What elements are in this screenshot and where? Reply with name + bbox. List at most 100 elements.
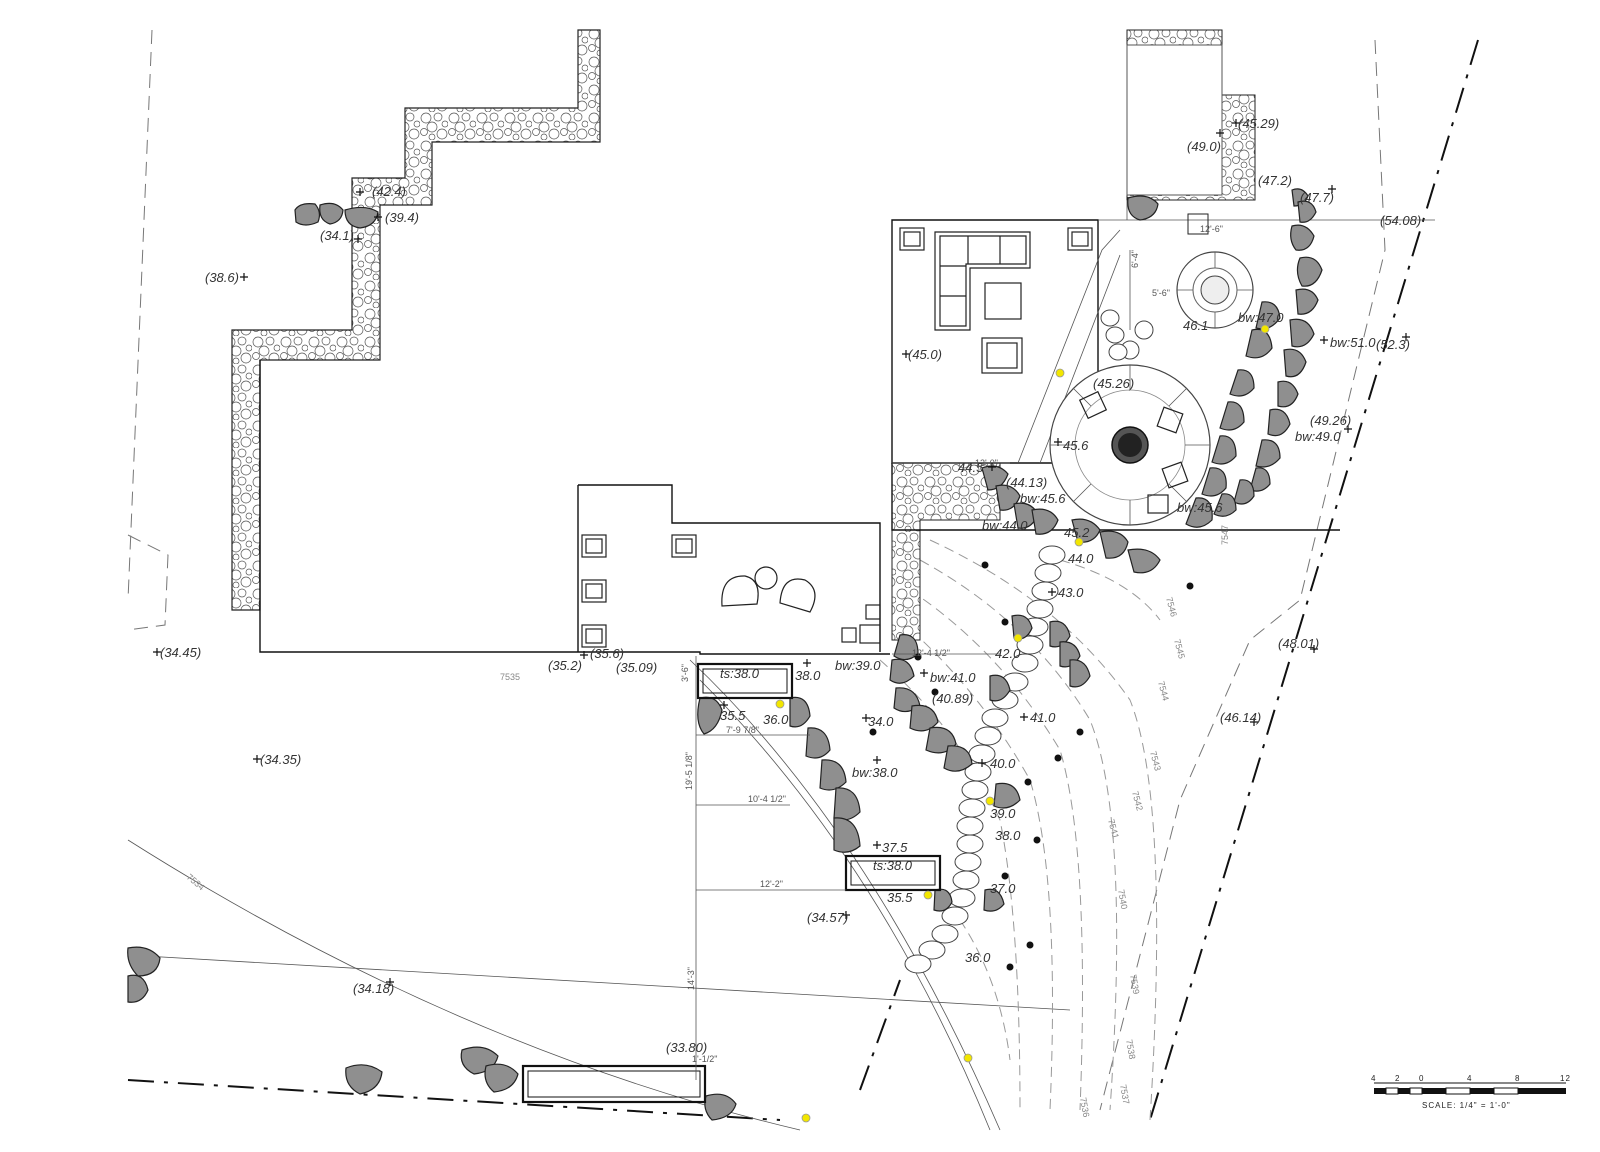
contour-label: 7537 <box>1118 1084 1131 1105</box>
elev-label: (44.13) <box>1006 475 1047 490</box>
elev-label: 37.0 <box>990 881 1016 896</box>
elev-label: (34.57) <box>807 910 848 925</box>
path-light-markers <box>775 324 1270 1123</box>
elev-label: (49.26) <box>1310 413 1351 428</box>
elev-label: 37.5 <box>882 840 908 855</box>
dimension-label: 5'-6" <box>1152 288 1170 298</box>
contour-label: 7546 <box>1164 596 1179 618</box>
elev-label: bw:39.0 <box>835 658 881 673</box>
planters <box>521 213 1209 1104</box>
contour-label: 7535 <box>500 672 520 682</box>
elev-label: 44.5 <box>958 460 984 475</box>
boulders <box>127 188 1323 1121</box>
dimension-labels: 12'-4 1/2" 19'-5 1/8" 10'-4 1/2" 12'-2" … <box>680 224 1223 1064</box>
elev-label: (38.6) <box>205 270 239 285</box>
elev-label: (49.0) <box>1187 139 1221 154</box>
spot-markers <box>153 119 1410 986</box>
dimension-label: 3'-6" <box>680 664 690 682</box>
cobble-strip-patio <box>891 462 1001 641</box>
house-footprint <box>259 200 1435 655</box>
dimension-label: 14'-3" <box>686 967 696 990</box>
elev-label: (46.14) <box>1220 710 1261 725</box>
scale-tick: 2 <box>1395 1074 1400 1083</box>
elev-label: 43.0 <box>1058 585 1084 600</box>
elev-label: ts:38.0 <box>873 858 913 873</box>
elev-label: (35.2) <box>548 658 582 673</box>
dimension-label: 1'-1/2" <box>692 1054 717 1064</box>
scale-tick: 4 <box>1467 1074 1472 1083</box>
contour-label: 7541 <box>1106 818 1121 840</box>
elev-label: 34.0 <box>868 714 894 729</box>
contour-label: 7543 <box>1148 750 1163 772</box>
elev-label: (47.2) <box>1258 173 1292 188</box>
contour-lines <box>879 539 1161 1121</box>
fire-pit-area <box>1049 251 1254 526</box>
dimension-label: 7'-9 7/8" <box>726 725 759 735</box>
stepping-path <box>904 309 1128 974</box>
elev-label: (34.45) <box>160 645 201 660</box>
elev-label: 36.0 <box>763 712 789 727</box>
elev-label: (35.09) <box>616 660 657 675</box>
elev-label: (35.6) <box>590 646 624 661</box>
elev-label: (42.4) <box>372 184 406 199</box>
contour-label: 7536 <box>1078 1097 1091 1118</box>
cobble-border-left <box>231 29 601 611</box>
dimension-label: 12'-6" <box>1200 224 1223 234</box>
contour-label: 7540 <box>1116 889 1129 910</box>
elev-label: (47.7) <box>1300 190 1334 205</box>
elev-label: bw:41.0 <box>930 670 976 685</box>
elev-label: bw:51.0 <box>1330 335 1376 350</box>
elev-label: bw:45.6 <box>1020 491 1066 506</box>
dimension-label: 12'-2" <box>760 879 783 889</box>
elev-label: 38.0 <box>795 668 821 683</box>
elev-label: ts:38.0 <box>720 666 760 681</box>
elev-label: (45.29) <box>1238 116 1279 131</box>
elev-label: 35.5 <box>887 890 913 905</box>
cobble-strip-top <box>1126 29 1256 201</box>
scale-tick: 0 <box>1419 1074 1424 1083</box>
contour-label: 7538 <box>1124 1039 1137 1060</box>
elev-label: (54.08) <box>1380 213 1421 228</box>
contour-label: 7542 <box>1130 790 1145 812</box>
elev-label: 42.0 <box>995 646 1021 661</box>
elev-label: bw:45.6 <box>1177 500 1223 515</box>
elev-label: bw:38.0 <box>852 765 898 780</box>
dimension-label: 6'-4" <box>1130 250 1140 268</box>
lower-patio-furniture <box>581 534 881 648</box>
dimension-label: 12'-0" <box>975 458 998 468</box>
elev-label: bw:49.0 <box>1295 429 1341 444</box>
contour-label: 7547 <box>1220 525 1230 545</box>
property-lines <box>127 29 1479 1131</box>
contour-labels: 7535 7534 7546 7545 7544 7543 7542 7541 … <box>185 525 1230 1118</box>
elev-label: 35.5 <box>720 708 746 723</box>
contour-label: 7544 <box>1156 680 1171 702</box>
elev-label: 44.0 <box>1068 551 1094 566</box>
scale-tick: 8 <box>1515 1074 1520 1083</box>
elev-label: (45.0) <box>908 347 942 362</box>
elev-label: (39.4) <box>385 210 419 225</box>
elev-label: (40.89) <box>932 691 973 706</box>
elev-label: (48.01) <box>1278 636 1319 651</box>
dimension-label: 19'-5 1/8" <box>684 752 694 790</box>
dimension-label: 12'-4 1/2" <box>912 648 950 658</box>
dimension-label: 10'-4 1/2" <box>748 794 786 804</box>
contour-label: 7534 <box>185 872 207 893</box>
elev-label: 39.0 <box>990 806 1016 821</box>
elev-label: (45.26) <box>1093 376 1134 391</box>
elev-label: 45.6 <box>1063 438 1089 453</box>
elev-label: 41.0 <box>1030 710 1056 725</box>
dimension-lines <box>695 250 1131 1080</box>
elev-label: 36.0 <box>965 950 991 965</box>
elev-label: (34.18) <box>353 981 394 996</box>
elev-label: 46.1 <box>1183 318 1208 333</box>
scale-tick: 4 <box>1371 1074 1376 1083</box>
elev-label: 45.2 <box>1064 525 1090 540</box>
elev-label: (34.35) <box>260 752 301 767</box>
elevation-labels: (42.4) (39.4) (34.1) (38.6) (34.45) (35.… <box>160 116 1421 1055</box>
elev-label: bw:44.0 <box>982 518 1028 533</box>
scale-caption: SCALE: 1/4" = 1'-0" <box>1422 1101 1511 1110</box>
elev-label: bw:47.0 <box>1238 310 1284 325</box>
elev-label: (52.3) <box>1376 337 1410 352</box>
elev-label: 40.0 <box>990 756 1016 771</box>
